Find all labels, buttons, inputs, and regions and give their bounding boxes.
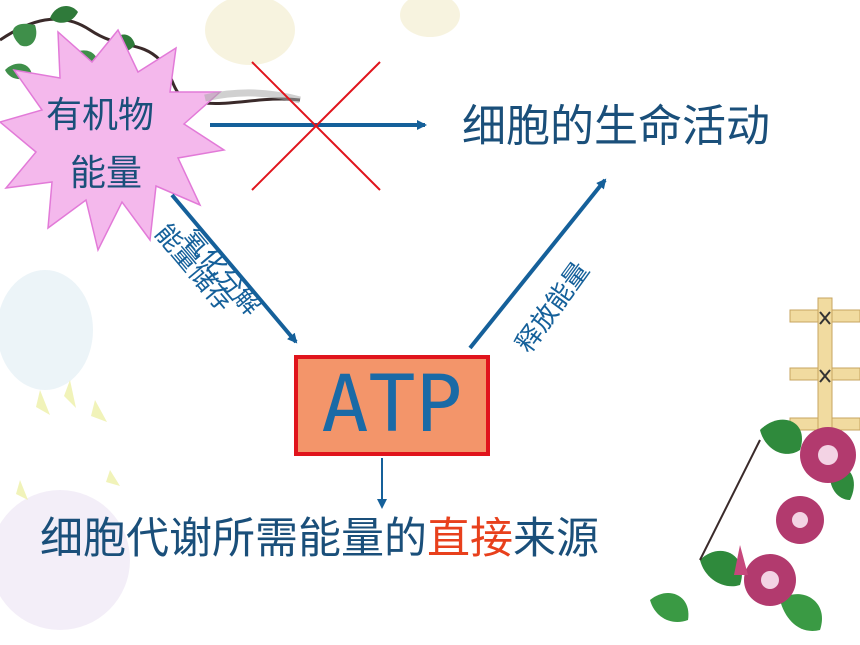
source-line-2: 能量 xyxy=(70,153,143,194)
target-label: 细胞的生命活动 xyxy=(462,101,770,152)
leaf-icon xyxy=(12,23,37,47)
conclusion-highlight: 直接 xyxy=(427,514,513,564)
balloon-decor xyxy=(0,270,93,390)
balloon-decor xyxy=(0,490,130,630)
morning-glory-decor xyxy=(650,419,856,631)
source-line-1: 有机物 xyxy=(46,95,155,136)
balloon-decor xyxy=(400,0,460,37)
conclusion-text-2: 来源 xyxy=(513,514,599,564)
conclusion: 细胞代谢所需能量的直接来源 xyxy=(40,518,599,561)
atp-box: ATP xyxy=(294,355,490,456)
sparkle-decor xyxy=(16,470,120,500)
atp-label: ATP xyxy=(321,360,463,450)
balloon-decor xyxy=(205,0,295,65)
brush-stroke-decor xyxy=(204,89,301,104)
storage-arrow xyxy=(170,193,298,344)
cross-line-2 xyxy=(251,61,381,191)
conclusion-text-1: 细胞代谢所需能量的 xyxy=(40,514,427,564)
release-arrow xyxy=(468,178,607,350)
leaf-icon xyxy=(50,6,78,23)
sparkle-decor xyxy=(36,380,107,422)
